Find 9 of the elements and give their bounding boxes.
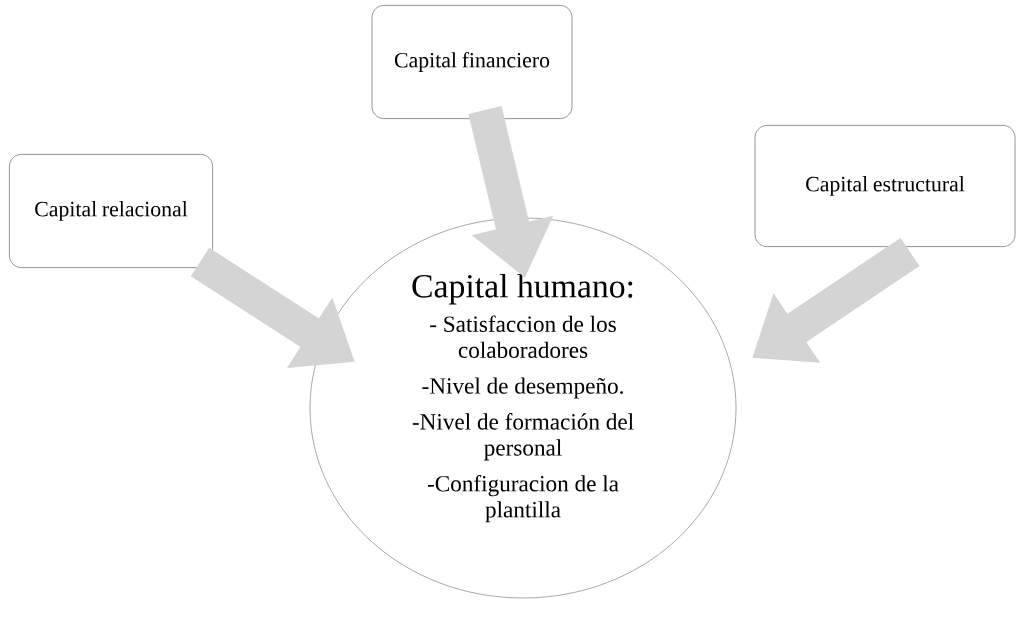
- node-label: - Satisfaccion de los colaboradores: [430, 315, 616, 358]
- text-box: Capital financiero: [371, 4, 573, 119]
- node-label: -Nivel de formación del personal: [412, 413, 634, 461]
- node-label: -Nivel de desempeño.: [422, 377, 623, 399]
- text-box: Capital relacional: [9, 153, 213, 268]
- node-label: Capital humano:: [412, 273, 633, 305]
- node-label: -Configuracion de la plantilla: [427, 474, 619, 523]
- text-box: Capital estructural: [754, 124, 1016, 247]
- ellipse: [309, 217, 737, 599]
